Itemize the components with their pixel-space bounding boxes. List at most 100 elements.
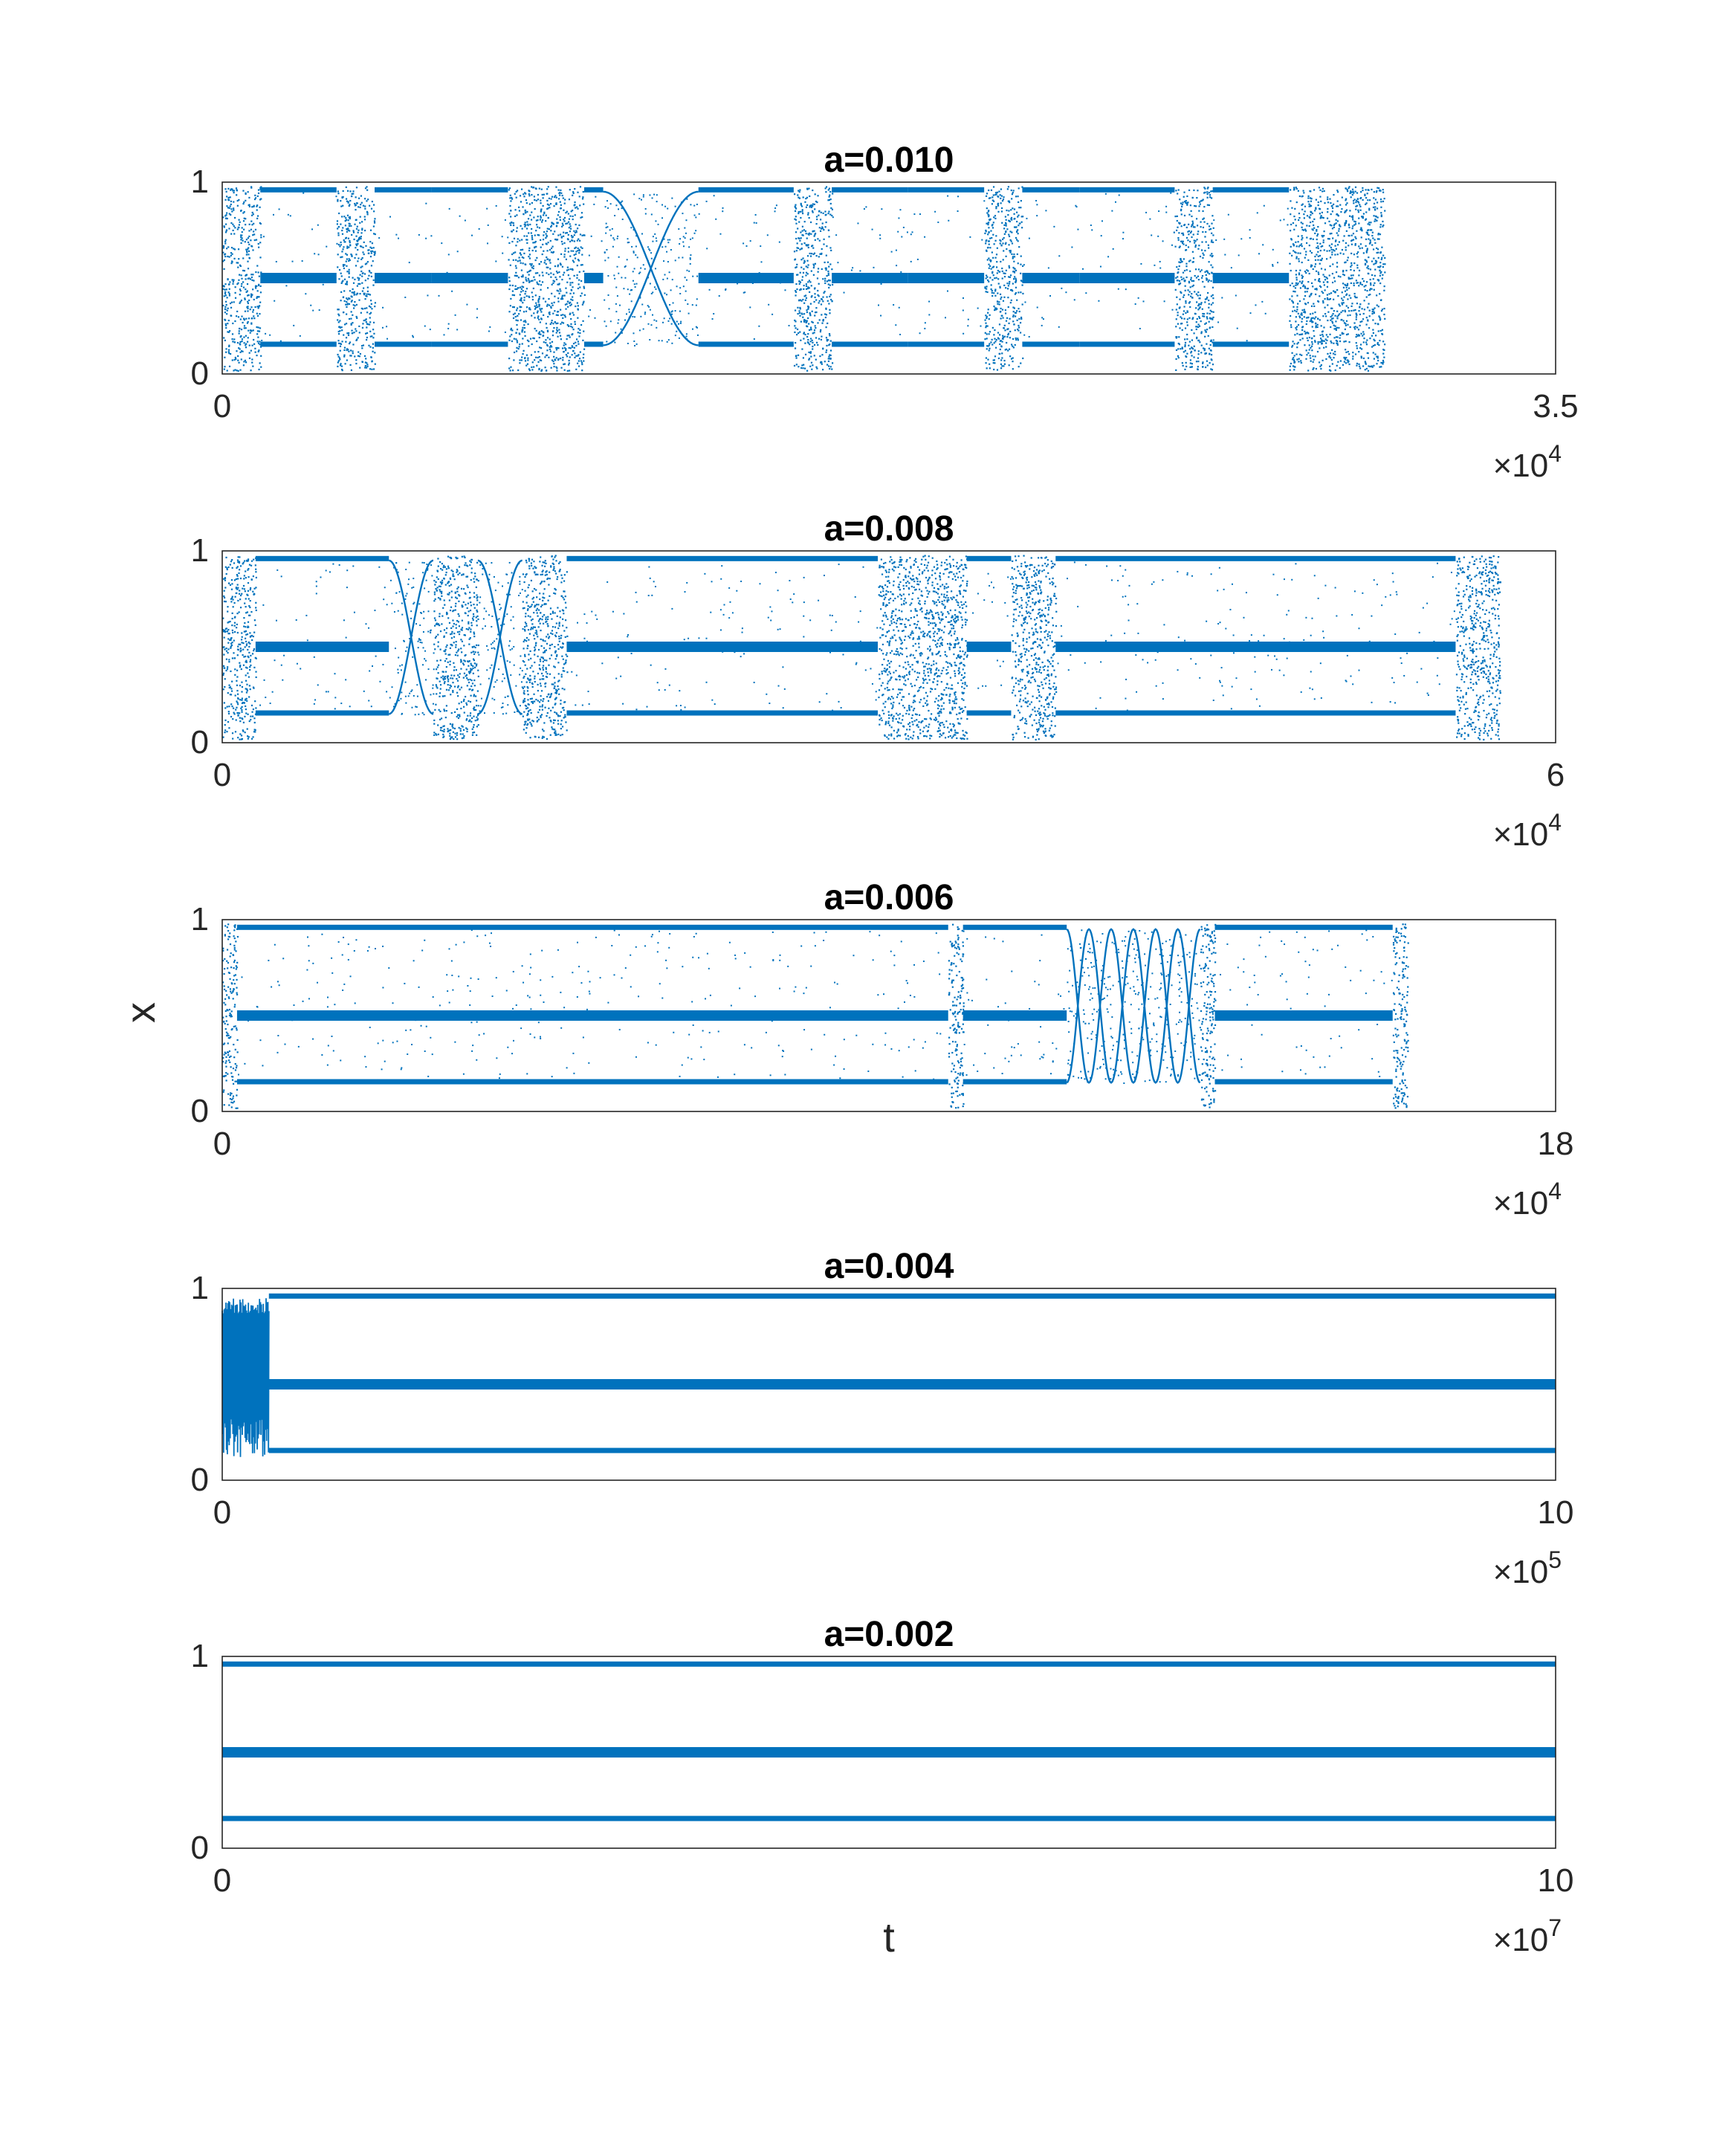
point [515, 319, 517, 321]
point [574, 257, 577, 259]
point [511, 222, 513, 224]
point [540, 208, 543, 210]
point [1198, 210, 1200, 212]
point [824, 187, 826, 190]
point [817, 268, 820, 270]
point [1365, 323, 1368, 326]
point [511, 306, 514, 309]
point [534, 240, 537, 243]
point [531, 314, 533, 317]
point [820, 253, 823, 255]
point [1101, 277, 1103, 279]
point [801, 279, 803, 281]
point [813, 235, 815, 237]
point [1380, 201, 1382, 203]
point [1013, 254, 1015, 256]
point [1003, 327, 1005, 329]
point [1263, 204, 1265, 207]
point [367, 199, 369, 201]
point [1348, 234, 1350, 237]
point [989, 218, 991, 220]
point [576, 277, 578, 279]
point [994, 362, 996, 364]
point [633, 332, 635, 335]
point [361, 282, 363, 284]
point [1382, 363, 1384, 365]
point [1372, 329, 1374, 331]
point [1330, 292, 1333, 294]
point [633, 340, 635, 343]
point [339, 245, 341, 248]
point [1312, 355, 1314, 358]
point [346, 359, 348, 361]
point [1352, 274, 1354, 277]
point [1036, 306, 1038, 309]
point [1295, 284, 1297, 286]
point [531, 291, 533, 294]
point [357, 355, 360, 357]
point [538, 187, 540, 190]
point [227, 349, 230, 351]
point [357, 337, 359, 339]
point [577, 332, 579, 334]
point [649, 338, 651, 340]
point [639, 271, 641, 274]
point [676, 330, 678, 332]
point [811, 368, 813, 370]
point [758, 272, 760, 274]
point [1350, 297, 1352, 299]
point [233, 279, 235, 281]
point [806, 326, 809, 328]
point [696, 203, 698, 205]
point [639, 296, 641, 298]
point [798, 312, 800, 314]
point [807, 233, 809, 235]
point [521, 248, 524, 251]
point [520, 319, 523, 321]
point [634, 286, 636, 288]
point [991, 225, 993, 227]
point [337, 200, 339, 202]
point [556, 218, 558, 220]
data-series [222, 186, 1386, 372]
point [546, 303, 549, 306]
point [578, 358, 581, 360]
point [1315, 199, 1317, 201]
point [1000, 307, 1002, 310]
point [225, 229, 228, 231]
point [1124, 344, 1126, 346]
point [1310, 210, 1312, 213]
point [813, 230, 815, 232]
point [531, 186, 533, 188]
point [1343, 296, 1345, 298]
point [1383, 198, 1385, 200]
point [543, 262, 546, 264]
point [1202, 362, 1204, 364]
point [1177, 355, 1180, 357]
point [1107, 256, 1110, 258]
point [580, 246, 582, 248]
point [654, 233, 656, 235]
point [340, 291, 343, 293]
point [1178, 265, 1180, 268]
point [810, 355, 812, 358]
point [1314, 340, 1316, 342]
point [1355, 316, 1357, 318]
point [1320, 200, 1322, 202]
point [1331, 349, 1333, 351]
point [553, 351, 555, 353]
point [544, 367, 546, 369]
point [994, 277, 996, 280]
point [1194, 226, 1196, 228]
point [1185, 300, 1187, 303]
point [817, 294, 819, 296]
point [259, 222, 261, 225]
band-level-1 [431, 273, 508, 283]
point [508, 242, 511, 245]
point [250, 228, 253, 230]
point [253, 198, 256, 201]
point [1001, 314, 1003, 317]
point [540, 261, 543, 263]
point [829, 263, 832, 265]
point [1190, 210, 1192, 212]
